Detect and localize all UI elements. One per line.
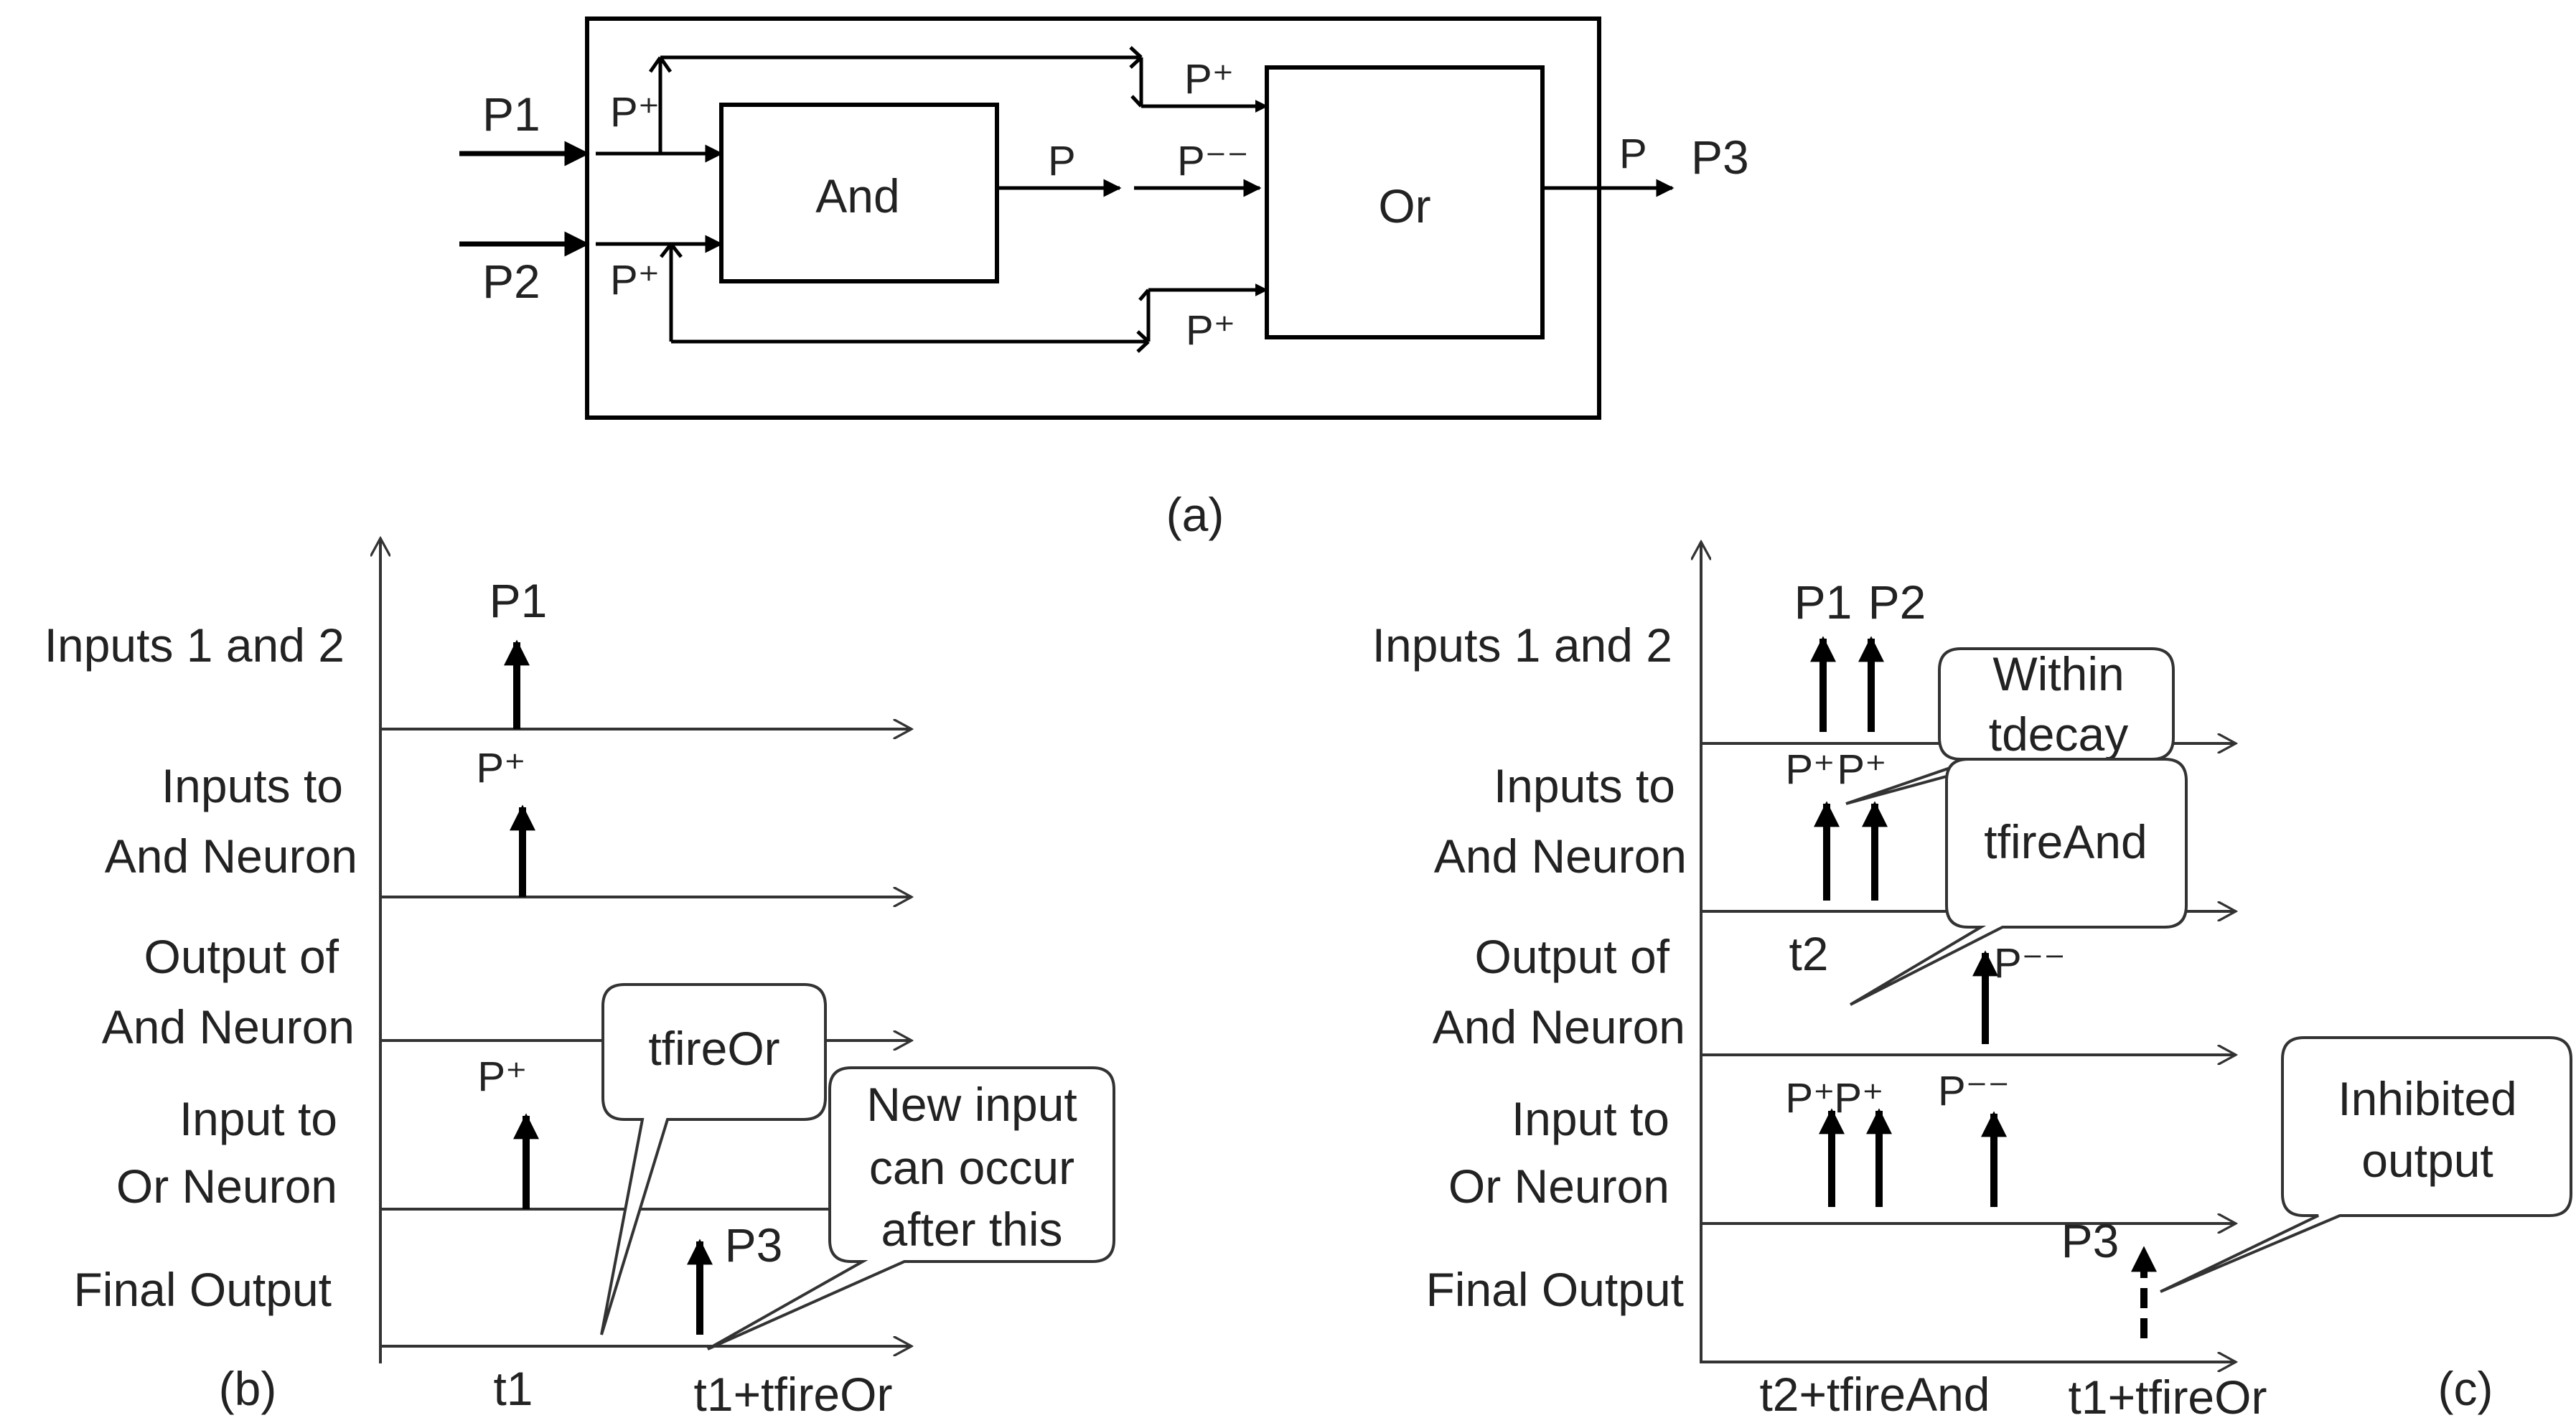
- c-p-minus-or-label: P⁻⁻: [1938, 1068, 2010, 1114]
- c-row5-label: Final Output: [1425, 1263, 1684, 1316]
- panel-c-axes: [1701, 542, 2236, 1363]
- c-callout-inhibited-line1: Inhibited: [2338, 1072, 2517, 1125]
- c-callout-within-tdecay: [1845, 647, 2175, 805]
- c-row2-label-a: Inputs to: [1494, 759, 1675, 812]
- c-row2-label-b: And Neuron: [1434, 830, 1687, 883]
- outer-box: [585, 17, 1601, 420]
- b-row2-label-b: And Neuron: [105, 830, 357, 883]
- b-callout-new-input: [707, 1066, 1115, 1351]
- b-t1-label: t1: [493, 1362, 533, 1415]
- or-label: Or: [1378, 179, 1430, 232]
- c-p-plus-label-b: P⁺: [1837, 746, 1886, 793]
- p-plus-label-1: P⁺: [610, 89, 660, 136]
- c-callout-tfireand-text: tfireAnd: [1984, 815, 2147, 868]
- c-row4-label-b: Or Neuron: [1448, 1160, 1669, 1213]
- c-p-plus-label-a: P⁺: [1785, 746, 1835, 793]
- c-p-plus-label-c: P⁺: [1785, 1075, 1835, 1122]
- b-callout-new-input-line1: New input: [866, 1078, 1077, 1131]
- c-callout-within-line1: Within: [1992, 647, 2124, 700]
- caption-c: (c): [2438, 1362, 2493, 1415]
- b-row5-label: Final Output: [73, 1263, 332, 1316]
- b-p-plus-label-2: P⁺: [477, 1053, 527, 1100]
- p3-label: P3: [1691, 131, 1749, 184]
- b-row3-label-a: Output of: [144, 930, 339, 983]
- c-p-minus-and-label: P⁻⁻: [1994, 940, 2066, 987]
- b-p-plus-label-1: P⁺: [476, 745, 525, 791]
- c-callout-inhibited-line2: output: [2361, 1134, 2493, 1187]
- p-plus-label-2: P⁺: [610, 257, 660, 304]
- c-p-plus-label-d: P⁺: [1834, 1075, 1883, 1122]
- p-plus-label-4: P⁺: [1186, 307, 1235, 354]
- c-callout-within-line2: tdecay: [1989, 708, 2128, 761]
- c-row4-label-a: Input to: [1512, 1092, 1669, 1145]
- and-gate: [719, 103, 999, 283]
- caption-b: (b): [219, 1362, 277, 1415]
- p-minus-label: P⁻⁻: [1177, 138, 1249, 184]
- and-label: And: [815, 169, 899, 222]
- p-or-output-label: P: [1619, 131, 1647, 177]
- c-p3-label: P3: [2061, 1214, 2120, 1267]
- b-callout-new-input-line3: after this: [881, 1203, 1062, 1256]
- c-row1-label: Inputs 1 and 2: [1372, 619, 1672, 672]
- p-and-output-label: P: [1048, 138, 1076, 184]
- panel-a-circuit: [459, 17, 1675, 420]
- panel-c-spikes: [1810, 636, 2157, 1338]
- b-row1-label: Inputs 1 and 2: [45, 619, 345, 672]
- b-callout-tfireor-text: tfireOr: [648, 1022, 779, 1075]
- b-p1-label: P1: [490, 574, 548, 627]
- b-row4-label-b: Or Neuron: [116, 1160, 337, 1213]
- panel-b-spikes: [504, 639, 713, 1335]
- c-p1-label: P1: [1794, 576, 1853, 629]
- p-plus-label-3: P⁺: [1184, 56, 1234, 103]
- c-t2-tfireand-label: t2+tfireAnd: [1759, 1368, 1990, 1421]
- b-callout-new-input-line2: can occur: [869, 1141, 1074, 1194]
- b-row4-label-a: Input to: [179, 1092, 337, 1145]
- b-p3-label: P3: [725, 1218, 783, 1272]
- or-gate: [1265, 65, 1545, 339]
- b-row3-label-b: And Neuron: [102, 1000, 355, 1053]
- c-t2-label: t2: [1789, 927, 1828, 980]
- c-row3-label-a: Output of: [1474, 930, 1669, 983]
- c-row3-label-b: And Neuron: [1433, 1000, 1685, 1053]
- b-t1-tfireor-label: t1+tfireOr: [694, 1368, 893, 1421]
- c-callout-tfireand: [1849, 758, 2188, 1006]
- c-callout-inhibited: [2160, 1036, 2572, 1293]
- c-t1-tfireor-label: t1+tfireOr: [2069, 1371, 2267, 1424]
- caption-a: (a): [1166, 488, 1224, 541]
- c-p2-label: P2: [1868, 576, 1926, 629]
- b-callout-tfireor: [600, 983, 827, 1335]
- p2-label: P2: [482, 255, 540, 308]
- p1-label: P1: [482, 88, 540, 141]
- b-row2-label-a: Inputs to: [161, 759, 343, 812]
